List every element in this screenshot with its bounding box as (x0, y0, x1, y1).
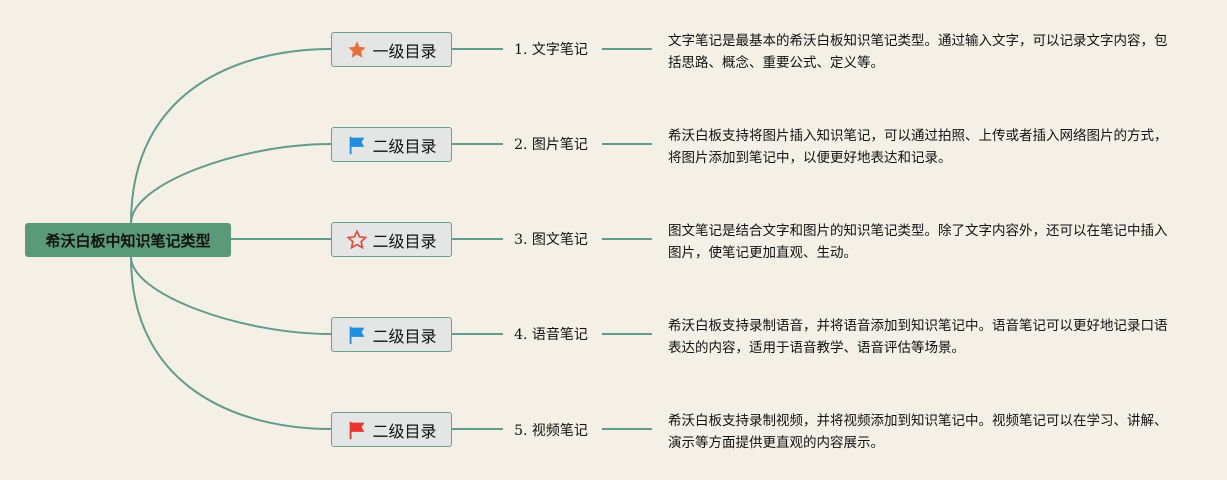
description-4: 希沃白板支持录制语音，并将语音添加到知识笔记中。语音笔记可以更好地记录口语表达的… (668, 318, 1168, 356)
description-2: 希沃白板支持将图片插入知识笔记，可以通过拍照、上传或者插入网络图片的方式，将图片… (668, 128, 1168, 166)
level-node-2-label: 二级目录 (372, 136, 437, 156)
level-node-1-label: 一级目录 (372, 41, 437, 61)
flag-icon (346, 134, 368, 156)
sub-topic-1-label: 1. 文字笔记 (514, 42, 588, 58)
branch-curve-1 (130, 48, 332, 224)
sub-topic-4-label: 4. 语音笔记 (514, 327, 588, 343)
sub-topic-4[interactable]: 4. 语音笔记 (503, 325, 599, 345)
sub-topic-5-label: 5. 视频笔记 (514, 423, 588, 439)
description-1: 文字笔记是最基本的希沃白板知识笔记类型。通过输入文字，可以记录文字内容，包括思路… (668, 33, 1168, 71)
flag-shape (350, 326, 365, 344)
star-filled-shape (348, 40, 367, 58)
flag-icon (346, 419, 368, 441)
level-node-2[interactable]: 二级目录 (331, 127, 452, 162)
sub-topic-3[interactable]: 3. 图文笔记 (503, 230, 599, 250)
branch-curve-2 (130, 143, 332, 224)
sub-topic-1[interactable]: 1. 文字笔记 (503, 40, 599, 60)
sub-topic-3-label: 3. 图文笔记 (514, 232, 588, 248)
branch-curve-5 (130, 256, 332, 430)
branch-curve-4 (130, 256, 332, 335)
root-topic[interactable]: 希沃白板中知识笔记类型 (25, 223, 231, 257)
sub-topic-5[interactable]: 5. 视频笔记 (503, 421, 599, 441)
star-outline-icon (346, 228, 369, 251)
sub-topic-2-label: 2. 图片笔记 (514, 137, 588, 153)
description-5: 希沃白板支持录制视频，并将视频添加到知识笔记中。视频笔记可以在学习、讲解、演示等… (668, 413, 1168, 451)
level-node-4-label: 二级目录 (372, 326, 437, 346)
flag-shape (350, 421, 365, 439)
level-node-3-label: 二级目录 (372, 231, 437, 251)
root-topic-label: 希沃白板中知识笔记类型 (45, 231, 211, 250)
level-node-1[interactable]: 一级目录 (331, 32, 452, 67)
sub-topic-2[interactable]: 2. 图片笔记 (503, 135, 599, 155)
level-node-5[interactable]: 二级目录 (331, 412, 452, 447)
star-filled-icon (346, 39, 368, 61)
star-outline-shape (346, 228, 369, 249)
flag-icon (346, 324, 368, 346)
flag-shape (350, 136, 365, 154)
description-3: 图文笔记是结合文字和图片的知识笔记类型。除了文字内容外，还可以在笔记中插入图片，… (668, 223, 1168, 261)
level-node-3[interactable]: 二级目录 (331, 222, 452, 257)
level-node-5-label: 二级目录 (372, 421, 437, 441)
level-node-4[interactable]: 二级目录 (331, 317, 452, 352)
